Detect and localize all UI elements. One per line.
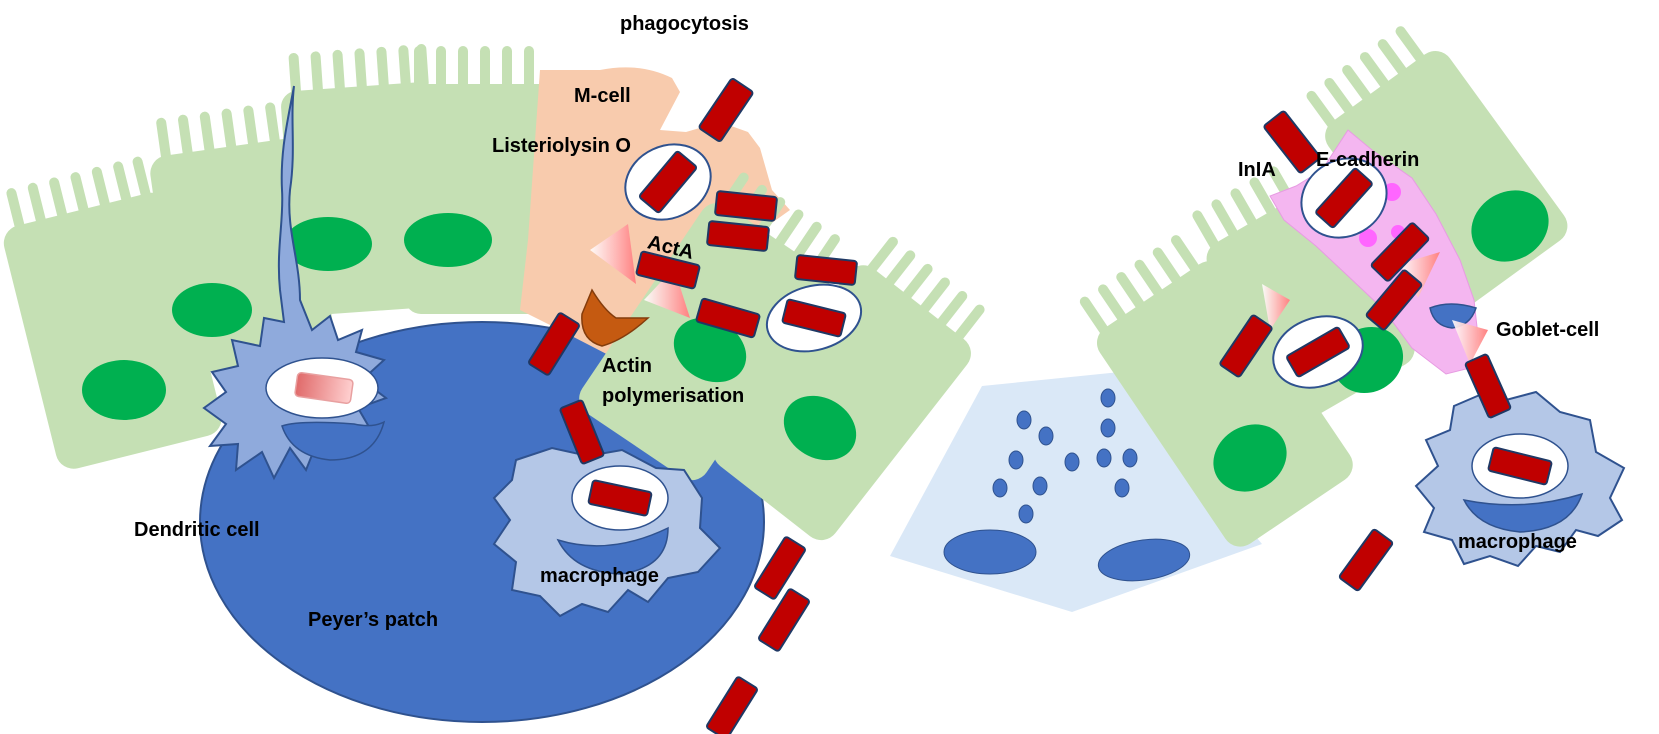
nuclei-middle — [673, 317, 857, 461]
label-actin-polymerisation-line2: polymerisation — [602, 385, 745, 407]
nuclei-right — [1213, 190, 1549, 492]
label-macrophage-right: macrophage — [1458, 531, 1577, 553]
label-e-cadherin: E-cadherin — [1316, 149, 1420, 171]
label-listeriolysin-o: Listeriolysin O — [492, 135, 631, 157]
actin-comets — [590, 224, 1488, 364]
label-dendritic-cell: Dendritic cell — [134, 519, 260, 541]
goblet-nucleus — [1429, 303, 1477, 329]
label-phagocytosis: phagocytosis — [620, 13, 749, 35]
bacteria — [528, 78, 1553, 734]
label-goblet-cell: Goblet-cell — [1496, 319, 1600, 341]
label-peyers-patch: Peyer’s patch — [308, 609, 439, 631]
lamina-dots — [943, 388, 1191, 582]
bacterium-in-dendritic-cell — [294, 371, 354, 405]
label-macrophage-left: macrophage — [540, 565, 659, 587]
label-inla: InIA — [1238, 159, 1276, 181]
label-actin-polymerisation-line1: Actin — [602, 355, 652, 377]
actin-blob — [581, 288, 650, 347]
label-m-cell: M-cell — [574, 85, 631, 107]
nuclei-left — [82, 213, 492, 420]
